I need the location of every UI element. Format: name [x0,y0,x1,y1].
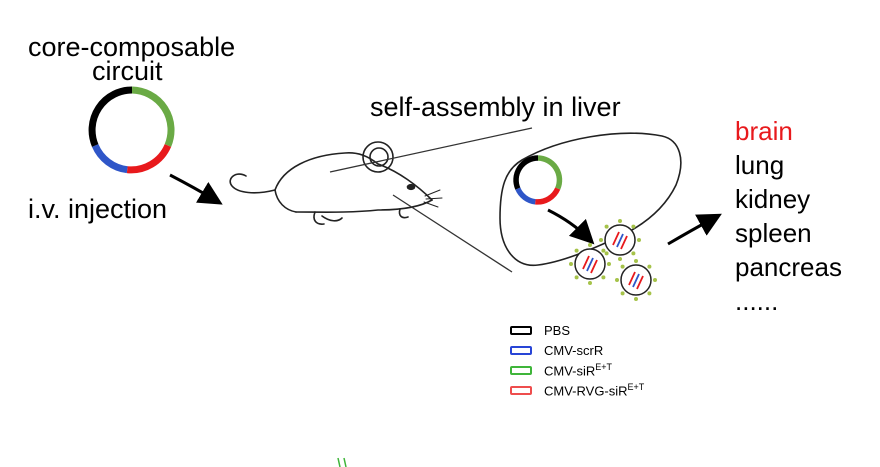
liver-label: self-assembly in liver [370,92,621,122]
injection-label: i.v. injection [28,194,168,224]
vesicle-3 [615,259,657,301]
injection-arrow [169,173,223,205]
legend-label: PBS [544,323,570,338]
legend-label-name: CMV-RVG-siR [544,383,628,399]
ring-segment-blue [91,143,128,174]
organ-label: brain [735,116,793,146]
mouse-ear-inner [369,147,389,167]
legend-swatch [510,365,532,375]
mouse-eye [406,183,416,191]
legend-item: PBS [510,320,644,340]
legend-label-name: CMV-siR [544,363,596,379]
legend-swatch [510,325,532,335]
mouse-whiskers [423,189,443,208]
mouse-rear [274,189,297,213]
legend-swatch [510,345,532,355]
liver-ring-red [535,187,561,205]
faint-green-marks [337,457,347,467]
zoom-lines [329,127,533,273]
circuit-ring-main [88,86,175,174]
organ-label: spleen [735,218,812,248]
legend-label: CMV-scrR [544,343,603,358]
mouse-head [377,163,433,201]
circuit-title-line2: circuit [92,56,163,86]
ring-segment-black [88,86,133,147]
legend-item: CMV-siRE+T [510,360,644,380]
mouse-drawing [229,141,443,225]
legend-swatch [510,385,532,395]
ring-segment-green [131,86,175,147]
mouse-belly [295,199,433,213]
mouse-back [274,152,379,191]
organ-label: pancreas [735,252,842,282]
organ-label: lung [735,150,785,180]
legend-label-superscript: E+T [595,361,613,372]
legend-label-name: PBS [544,322,571,338]
mouse-ear-outer [362,141,394,173]
legend-label: CMV-siRE+T [544,362,612,378]
liver-ring-black [513,155,539,190]
legend-label-superscript: E+T [627,381,645,392]
liver-ring-blue [515,187,536,205]
assembly-arrow [547,208,595,245]
vesicle-2 [569,243,611,285]
organ-label: kidney [735,184,811,214]
ring-segment-red [126,143,172,174]
mouse-foreleg [398,208,409,219]
mouse-tail [229,173,276,194]
legend-item: CMV-RVG-siRE+T [510,380,644,400]
legend-label-name: CMV-scrR [544,342,604,358]
liver-ring-green [537,155,563,190]
circuit-title-line1: core-composable [28,32,236,62]
vesicle-1 [599,219,641,261]
organ-label: ...... [735,286,779,316]
legend-label: CMV-RVG-siRE+T [544,382,644,398]
legend-item: CMV-scrR [510,340,644,360]
circuit-ring-liver [513,155,563,205]
mouse-hindleg [313,211,343,225]
delivery-arrow [667,213,722,246]
